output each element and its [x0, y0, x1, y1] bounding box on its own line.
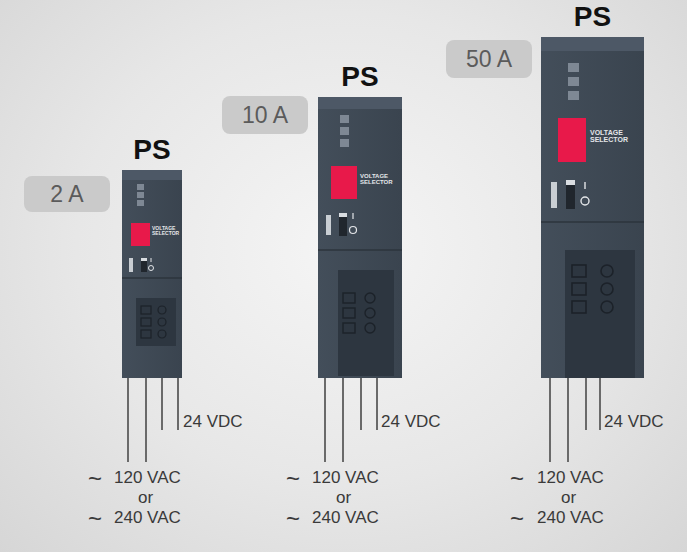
selector-caption: VOLTAGE SELECTOR — [152, 226, 181, 237]
current-rating: 2 A — [50, 183, 83, 206]
voltage-label: 24 VDC — [183, 413, 243, 430]
current-rating: 50 A — [466, 48, 512, 71]
ac-symbol: ~ — [286, 507, 300, 531]
voltage-label: 240 VAC — [312, 509, 379, 526]
power-supply-module: PSVOLTAGE SELECTOR — [541, 37, 644, 378]
module-large — [541, 37, 644, 378]
module-medium — [318, 97, 402, 378]
module-small — [122, 170, 182, 378]
current-rating-badge: 10 A — [222, 96, 308, 134]
module-heading: PS — [133, 136, 170, 164]
ac-symbol: ~ — [510, 467, 524, 491]
current-rating-badge: 2 A — [24, 176, 110, 212]
selector-caption: VOLTAGE SELECTOR — [590, 129, 634, 144]
voltage-label: or — [561, 489, 576, 506]
supply-wires — [128, 378, 600, 462]
voltage-label: 240 VAC — [537, 509, 604, 526]
ac-symbol: ~ — [510, 507, 524, 531]
voltage-label: or — [336, 489, 351, 506]
voltage-label: 120 VAC — [114, 469, 181, 486]
voltage-label: 24 VDC — [604, 413, 664, 430]
current-rating-badge: 50 A — [446, 40, 532, 78]
module-heading: PS — [574, 3, 611, 31]
voltage-label: 120 VAC — [537, 469, 604, 486]
module-heading: PS — [341, 63, 378, 91]
voltage-label: 240 VAC — [114, 509, 181, 526]
power-supply-module: PSVOLTAGE SELECTOR — [122, 170, 182, 378]
voltage-label: 120 VAC — [312, 469, 379, 486]
voltage-label: 24 VDC — [381, 413, 441, 430]
ac-symbol: ~ — [286, 467, 300, 491]
current-rating: 10 A — [242, 104, 288, 127]
ac-symbol: ~ — [88, 507, 102, 531]
voltage-label: or — [138, 489, 153, 506]
power-supply-module: PSVOLTAGE SELECTOR — [318, 97, 402, 378]
selector-caption: VOLTAGE SELECTOR — [360, 173, 400, 186]
ac-symbol: ~ — [88, 467, 102, 491]
